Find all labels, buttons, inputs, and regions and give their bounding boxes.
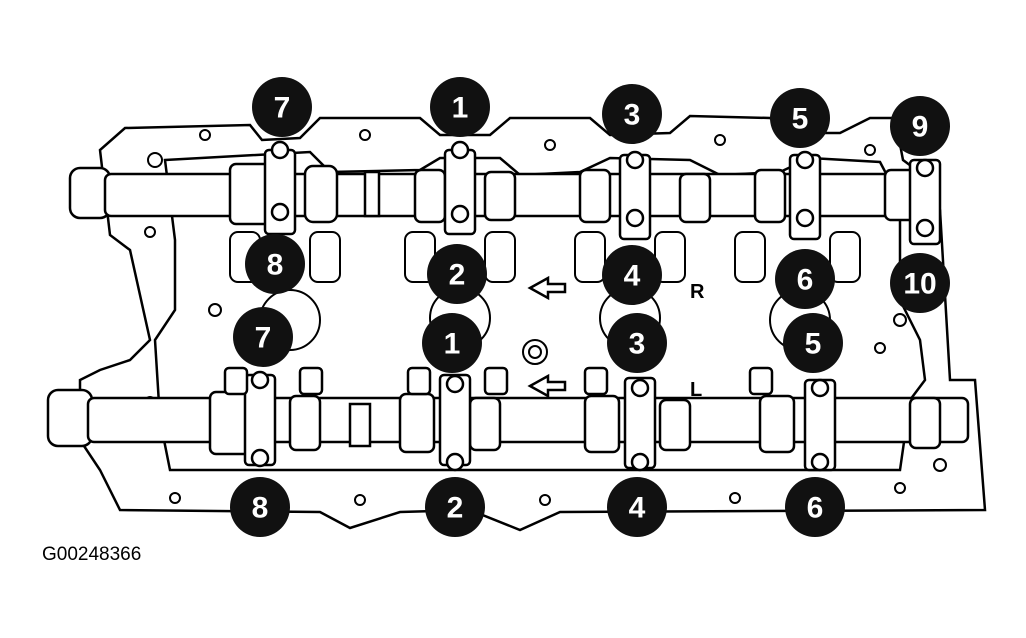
callout-marker: 4	[607, 477, 667, 537]
callout-marker: 5	[783, 313, 843, 373]
upper-callouts: 7 1 3 5 9 8 2 4 6 10	[245, 77, 950, 313]
upper-bearing-caps	[263, 140, 942, 246]
upper-camshaft	[68, 162, 937, 226]
lower-bearing-caps	[223, 366, 837, 472]
callout-marker: 9	[890, 96, 950, 156]
callout-number: 3	[624, 99, 641, 132]
callout-marker: 7	[233, 307, 293, 367]
callout-marker: 1	[422, 313, 482, 373]
callout-number: 6	[797, 264, 814, 297]
callout-number: 2	[447, 492, 464, 525]
callout-number: 4	[629, 492, 646, 525]
callout-number: 7	[255, 322, 272, 355]
callout-marker: 6	[775, 249, 835, 309]
callout-marker: 10	[890, 253, 950, 313]
callout-number: 8	[267, 249, 284, 282]
direction-marks	[527, 275, 567, 399]
callout-marker: 8	[230, 477, 290, 537]
callout-marker: 1	[430, 77, 490, 137]
callout-number: 8	[252, 492, 269, 525]
callout-number: 7	[274, 92, 291, 125]
left-bank-mark: L	[690, 379, 702, 401]
valve-springs	[229, 231, 861, 351]
callout-marker: 3	[607, 313, 667, 373]
callout-marker: 5	[770, 88, 830, 148]
callout-marker: 3	[602, 84, 662, 144]
callout-marker: 7	[252, 77, 312, 137]
callout-number: 3	[629, 328, 646, 361]
callout-number: 10	[903, 268, 936, 301]
callout-number: 6	[807, 492, 824, 525]
callout-marker: 2	[425, 477, 485, 537]
callout-number: 5	[805, 328, 822, 361]
lower-camshaft	[46, 388, 970, 456]
callout-marker: 6	[785, 477, 845, 537]
callout-number: 1	[444, 328, 461, 361]
callout-marker: 2	[427, 244, 487, 304]
callout-number: 9	[912, 111, 929, 144]
figure-id-code: G00248366	[42, 544, 141, 565]
right-bank-mark: R	[690, 281, 705, 303]
callout-marker: 4	[602, 245, 662, 305]
callout-number: 4	[624, 260, 641, 293]
bolt-holes	[144, 129, 947, 506]
callout-number: 5	[792, 103, 809, 136]
callout-number: 1	[452, 92, 469, 125]
callout-marker: 8	[245, 234, 305, 294]
lower-callouts: 7 1 3 5 8 2 4 6	[230, 307, 845, 537]
callout-number: 2	[449, 259, 466, 292]
